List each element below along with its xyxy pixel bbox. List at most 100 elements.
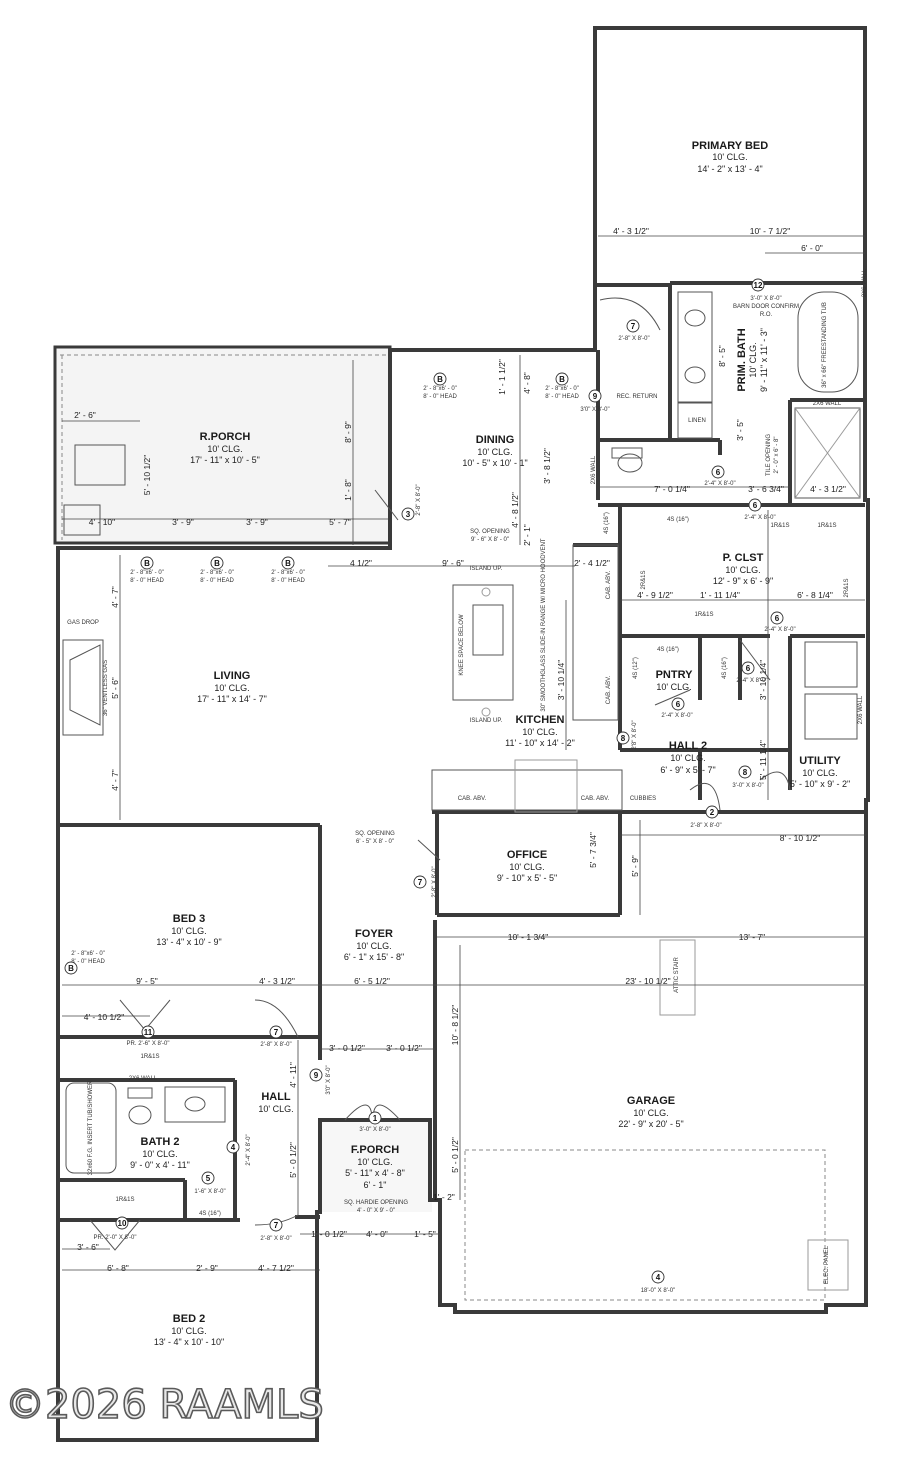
- svg-text:CAB. ABV.: CAB. ABV.: [606, 675, 612, 704]
- door-tag-2: 22'-8" X 8'-0": [690, 805, 722, 829]
- door-tag-12: 12: [751, 278, 765, 292]
- svg-text:ELEC. PANEL: ELEC. PANEL: [824, 1245, 830, 1284]
- svg-text:9' - 6": 9' - 6": [442, 558, 464, 568]
- door-tag-6e: 62'-4" X 8'-0": [661, 697, 693, 719]
- door-tag-6c: 62'-4" X 8'-0": [764, 611, 796, 633]
- svg-text:2' - 4 1/2": 2' - 4 1/2": [574, 558, 610, 568]
- svg-text:7: 7: [274, 1221, 279, 1230]
- svg-text:8: 8: [743, 768, 748, 777]
- door-tag-6b: 62'-4" X 8'-0": [744, 498, 776, 521]
- svg-text:10' CLG.: 10' CLG.: [509, 862, 544, 872]
- svg-text:UTILITY: UTILITY: [799, 755, 841, 767]
- svg-text:9' - 6" X 8' - 0": 9' - 6" X 8' - 0": [471, 537, 509, 543]
- svg-text:7: 7: [418, 878, 423, 887]
- svg-text:1'-6" X 8'-0": 1'-6" X 8'-0": [194, 1189, 225, 1195]
- svg-text:6' - 0": 6' - 0": [801, 243, 823, 253]
- svg-text:10' CLG.: 10' CLG.: [670, 753, 705, 763]
- svg-text:4S (16"): 4S (16"): [199, 1211, 221, 1217]
- svg-text:2'8" X 8'-0": 2'8" X 8'-0": [632, 720, 638, 749]
- room-label-p-clst: P. CLST 10' CLG. 12' - 9" x 6' - 9": [713, 552, 773, 586]
- svg-text:4' - 3 1/2": 4' - 3 1/2": [810, 484, 846, 494]
- svg-text:10' CLG.: 10' CLG.: [725, 565, 760, 575]
- room-label-kitchen: KITCHEN 10' CLG. 11' - 10" x 14' - 2": [505, 714, 575, 748]
- attic-stair: [659, 939, 696, 1016]
- svg-text:10' CLG.: 10' CLG.: [357, 1157, 392, 1167]
- svg-text:12: 12: [754, 281, 763, 290]
- door-tag-5: 5 1'-6" X 8'-0": [194, 1171, 226, 1195]
- svg-text:1R&1S: 1R&1S: [140, 1054, 159, 1060]
- svg-text:8' - 0" HEAD: 8' - 0" HEAD: [545, 394, 579, 400]
- svg-text:3' - 0 1/2": 3' - 0 1/2": [386, 1043, 422, 1053]
- svg-text:2X6 WALL: 2X6 WALL: [129, 1076, 158, 1082]
- svg-text:5' - 11 1/4": 5' - 11 1/4": [758, 740, 768, 780]
- svg-text:3' - 6 3/4": 3' - 6 3/4": [748, 484, 784, 494]
- svg-text:4S (16"): 4S (16"): [667, 517, 689, 523]
- svg-text:2' - 8"x6' - 0": 2' - 8"x6' - 0": [271, 570, 305, 576]
- svg-text:PRIM. BATH: PRIM. BATH: [736, 328, 748, 391]
- svg-text:B: B: [144, 559, 150, 568]
- svg-text:7: 7: [274, 1028, 279, 1037]
- svg-text:6: 6: [775, 614, 780, 623]
- dimension-lines: [62, 235, 866, 1271]
- svg-text:2' - 8"x6' - 0": 2' - 8"x6' - 0": [130, 570, 164, 576]
- exterior-wall: [56, 26, 870, 1442]
- svg-text:PNTRY: PNTRY: [656, 669, 694, 681]
- svg-text:3' - 8 1/2": 3' - 8 1/2": [542, 448, 552, 484]
- svg-text:REC. RETURN: REC. RETURN: [616, 394, 657, 400]
- svg-text:PRIMARY BED: PRIMARY BED: [692, 140, 768, 152]
- svg-text:12' - 9" x 6' - 9": 12' - 9" x 6' - 9": [713, 576, 773, 586]
- svg-text:4: 4: [231, 1143, 236, 1152]
- svg-text:1' - 2": 1' - 2": [433, 1192, 455, 1202]
- svg-text:6' - 8 1/4": 6' - 8 1/4": [797, 590, 833, 600]
- room-label-dining: DINING 10' CLG. 10' - 5" x 10' - 1": [462, 434, 527, 468]
- svg-text:2: 2: [710, 808, 715, 817]
- svg-text:2X6 WALL: 2X6 WALL: [858, 695, 864, 724]
- svg-text:10' - 7 1/2": 10' - 7 1/2": [750, 226, 791, 236]
- svg-text:2'-8" X 8'-0": 2'-8" X 8'-0": [432, 866, 438, 897]
- room-label-bed-2: BED 2 10' CLG. 13' - 4" x 10' - 10": [154, 1313, 224, 1347]
- svg-text:8' - 5": 8' - 5": [717, 345, 727, 367]
- svg-text:23' - 10 1/2": 23' - 10 1/2": [625, 976, 670, 986]
- svg-text:5' - 11" x 4' - 8": 5' - 11" x 4' - 8": [345, 1168, 405, 1178]
- svg-text:6' - 1": 6' - 1": [364, 1180, 387, 1190]
- svg-text:6: 6: [716, 468, 721, 477]
- svg-text:2' - 9": 2' - 9": [196, 1263, 218, 1273]
- svg-text:17' - 11" x 10' - 5": 17' - 11" x 10' - 5": [190, 455, 260, 465]
- svg-text:ATTIC STAIR: ATTIC STAIR: [674, 956, 680, 992]
- svg-text:10' CLG.: 10' CLG.: [207, 444, 242, 454]
- door-tag-6d: 62'-4" X 8'-0": [736, 661, 768, 684]
- svg-text:4' - 10": 4' - 10": [89, 517, 115, 527]
- svg-text:3' - 10 1/4": 3' - 10 1/4": [556, 660, 566, 701]
- door-tag-4b: 418'-0" X 8'-0": [641, 1270, 675, 1294]
- svg-text:4' - 8": 4' - 8": [522, 372, 532, 394]
- svg-text:3' - 0 1/2": 3' - 0 1/2": [329, 1043, 365, 1053]
- svg-text:6' - 9" x 5' - 7": 6' - 9" x 5' - 7": [660, 765, 715, 775]
- svg-text:4' - 9 1/2": 4' - 9 1/2": [637, 590, 673, 600]
- elec-panel: [807, 1239, 849, 1291]
- svg-text:3'-0" X 8'-0": 3'-0" X 8'-0": [750, 296, 781, 302]
- door-tag-7b: 7 2'-8" X 8'-0": [413, 866, 438, 898]
- svg-text:5: 5: [206, 1174, 211, 1183]
- svg-text:B: B: [68, 964, 74, 973]
- svg-text:6: 6: [753, 501, 758, 510]
- car-outline: [464, 1149, 826, 1301]
- svg-text:R.PORCH: R.PORCH: [200, 431, 251, 443]
- svg-text:GAS DROP: GAS DROP: [67, 620, 99, 626]
- svg-text:9: 9: [593, 392, 598, 401]
- svg-text:4' - 8 1/2": 4' - 8 1/2": [510, 492, 520, 528]
- svg-text:7: 7: [631, 322, 636, 331]
- svg-text:PR. 2'-0" X 8'-0": PR. 2'-0" X 8'-0": [94, 1235, 137, 1241]
- svg-text:4S (16"): 4S (16"): [722, 657, 728, 679]
- svg-text:8: 8: [621, 734, 626, 743]
- svg-text:5' - 10 1/2": 5' - 10 1/2": [142, 455, 152, 496]
- svg-text:2' - 1": 2' - 1": [522, 524, 532, 546]
- svg-text:4S (12"): 4S (12"): [633, 657, 639, 679]
- svg-text:10' CLG.: 10' CLG.: [656, 682, 691, 692]
- svg-text:2'-8" X 8'-0": 2'-8" X 8'-0": [416, 484, 422, 515]
- door-tag-9a: 93'0" X 8'-0": [580, 389, 610, 413]
- svg-text:10' CLG.: 10' CLG.: [142, 1149, 177, 1159]
- svg-text:2'-8" X 8'-0": 2'-8" X 8'-0": [260, 1236, 291, 1242]
